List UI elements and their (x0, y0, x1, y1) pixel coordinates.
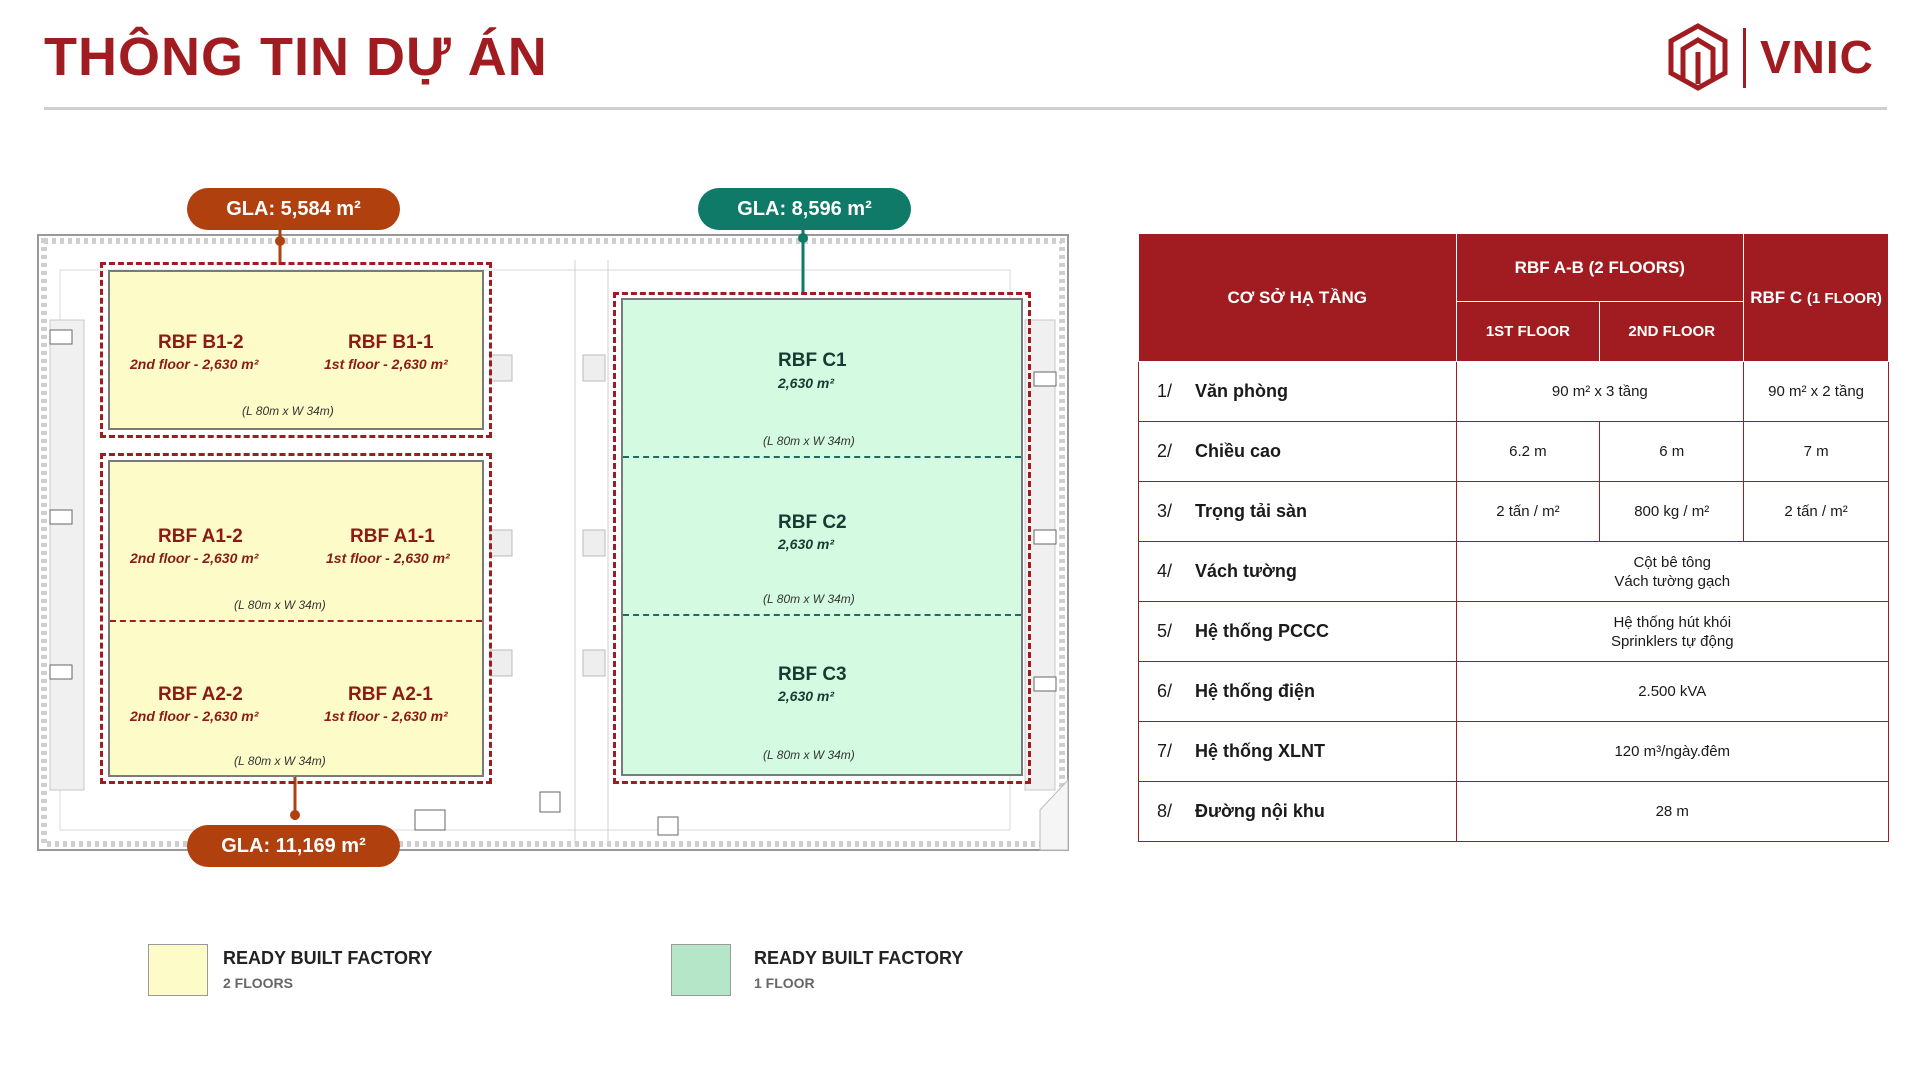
cell-all: 28 m (1455, 781, 1890, 842)
building-b-dimensions: (L 80m x W 34m) (242, 404, 334, 418)
table-row: 8/Đường nội khu 28 m (1138, 781, 1890, 842)
building-a1-dimensions: (L 80m x W 34m) (234, 598, 326, 612)
row-label: 6/Hệ thống điện (1138, 661, 1457, 722)
row-label: 4/Vách tường (1138, 541, 1457, 602)
building-c-boundary (613, 292, 1031, 784)
table-row: 4/Vách tường Cột bê tông Vách tường gạch (1138, 541, 1890, 602)
unit-a1-2-name: RBF A1-2 (158, 526, 243, 547)
header-rbf-c-line1: RBF C (1750, 287, 1803, 307)
legend-yellow-sub: 2 FLOORS (223, 975, 294, 991)
unit-a1-1-name: RBF A1-1 (350, 526, 435, 547)
site-plan-background (37, 224, 1069, 851)
cell-all: 120 m³/ngày.đêm (1455, 721, 1890, 782)
row-label: 5/Hệ thống PCCC (1138, 601, 1457, 662)
infrastructure-table: CƠ SỞ HẠ TẦNG RBF A-B (2 FLOORS) RBF C (… (1138, 233, 1890, 842)
building-a: RBF A1-2 2nd floor - 2,630 m² RBF A1-1 1… (108, 460, 484, 777)
cell-1st-floor: 2 tấn / m² (1455, 481, 1601, 542)
building-b: RBF B1-2 2nd floor - 2,630 m² RBF B1-1 1… (108, 270, 484, 430)
header-1st-floor: 1ST FLOOR (1455, 301, 1601, 362)
row-label: 7/Hệ thống XLNT (1138, 721, 1457, 782)
table-row: 1/Văn phòng 90 m² x 3 tầng 90 m² x 2 tần… (1138, 361, 1889, 422)
header-infrastructure: CƠ SỞ HẠ TẦNG (1138, 233, 1457, 362)
unit-c3-dimensions: (L 80m x W 34m) (763, 748, 855, 762)
unit-a2-1-name: RBF A2-1 (348, 684, 433, 705)
page-title: THÔNG TIN DỰ ÁN (44, 27, 548, 87)
site-plan: GLA: 5,584 m² GLA: 8,596 m² GLA: 11,169 … (30, 180, 1090, 880)
legend-yellow-title: READY BUILT FACTORY (223, 948, 433, 968)
unit-b1-1-area: 1st floor - 2,630 m² (324, 356, 448, 372)
cell-all: Hệ thống hút khói Sprinklers tự động (1455, 601, 1890, 662)
unit-b1-2-name: RBF B1-2 (158, 332, 244, 353)
cell-c: 7 m (1743, 421, 1889, 482)
building-b-boundary (100, 262, 492, 438)
table-row: 5/Hệ thống PCCC Hệ thống hút khói Sprink… (1138, 601, 1890, 662)
header-rbf-c-line2: (1 FLOOR) (1806, 289, 1882, 307)
unit-b1-2-area: 2nd floor - 2,630 m² (130, 356, 259, 372)
cell-all: 2.500 kVA (1455, 661, 1890, 722)
unit-c2-area: 2,630 m² (778, 536, 835, 552)
unit-a1-1-area: 1st floor - 2,630 m² (326, 550, 450, 566)
header-divider (44, 107, 1887, 110)
table-row: 6/Hệ thống điện 2.500 kVA (1138, 661, 1890, 722)
row-label: 8/Đường nội khu (1138, 781, 1457, 842)
building-c-divider-2 (623, 614, 1021, 616)
legend-green-title: READY BUILT FACTORY (754, 948, 964, 968)
cell-2nd-floor: 6 m (1599, 421, 1745, 482)
gla-badge-c: GLA: 8,596 m² (698, 188, 911, 230)
unit-c3-area: 2,630 m² (778, 688, 835, 704)
table-row: 2/Chiều cao 6.2 m 6 m 7 m (1138, 421, 1889, 482)
row-label: 2/Chiều cao (1138, 421, 1457, 482)
unit-c1-name: RBF C1 (778, 350, 847, 371)
legend-swatch-green (671, 944, 731, 996)
row-label: 3/Trọng tải sàn (1138, 481, 1457, 542)
unit-c2-name: RBF C2 (778, 512, 847, 533)
header-2nd-floor: 2ND FLOOR (1599, 301, 1745, 362)
cell-1st-floor: 6.2 m (1455, 421, 1601, 482)
building-a-boundary (100, 453, 492, 784)
unit-c1-dimensions: (L 80m x W 34m) (763, 434, 855, 448)
table-row: 3/Trọng tải sàn 2 tấn / m² 800 kg / m² 2… (1138, 481, 1889, 542)
logo-separator (1743, 28, 1746, 88)
unit-c1-area: 2,630 m² (778, 375, 835, 391)
cell-all: Cột bê tông Vách tường gạch (1455, 541, 1890, 602)
building-a2-dimensions: (L 80m x W 34m) (234, 754, 326, 768)
row-label: 1/Văn phòng (1138, 361, 1457, 422)
building-a-divider (110, 620, 482, 622)
unit-c3-name: RBF C3 (778, 664, 847, 685)
cell-2nd-floor: 800 kg / m² (1599, 481, 1745, 542)
legend-green-sub: 1 FLOOR (754, 975, 815, 991)
brand-logo: VNIC (1665, 22, 1895, 92)
unit-b1-1-name: RBF B1-1 (348, 332, 434, 353)
gla-badge-b: GLA: 5,584 m² (187, 188, 400, 230)
cell-c: 2 tấn / m² (1743, 481, 1889, 542)
legend-swatch-yellow (148, 944, 208, 996)
building-c-divider-1 (623, 456, 1021, 458)
cell-ab: 90 m² x 3 tầng (1455, 361, 1745, 422)
table-row: 7/Hệ thống XLNT 120 m³/ngày.đêm (1138, 721, 1890, 782)
unit-a2-2-name: RBF A2-2 (158, 684, 243, 705)
unit-a2-2-area: 2nd floor - 2,630 m² (130, 708, 259, 724)
header-rbf-ab: RBF A-B (2 FLOORS) (1455, 233, 1745, 302)
header-rbf-c: RBF C (1 FLOOR) (1743, 233, 1889, 362)
unit-a2-1-area: 1st floor - 2,630 m² (324, 708, 448, 724)
vnic-logo-icon (1668, 23, 1728, 91)
unit-c2-dimensions: (L 80m x W 34m) (763, 592, 855, 606)
brand-name: VNIC (1760, 31, 1874, 83)
cell-c: 90 m² x 2 tầng (1743, 361, 1889, 422)
gla-badge-a: GLA: 11,169 m² (187, 825, 400, 867)
building-c: RBF C1 2,630 m² (L 80m x W 34m) RBF C2 2… (621, 298, 1023, 776)
unit-a1-2-area: 2nd floor - 2,630 m² (130, 550, 259, 566)
